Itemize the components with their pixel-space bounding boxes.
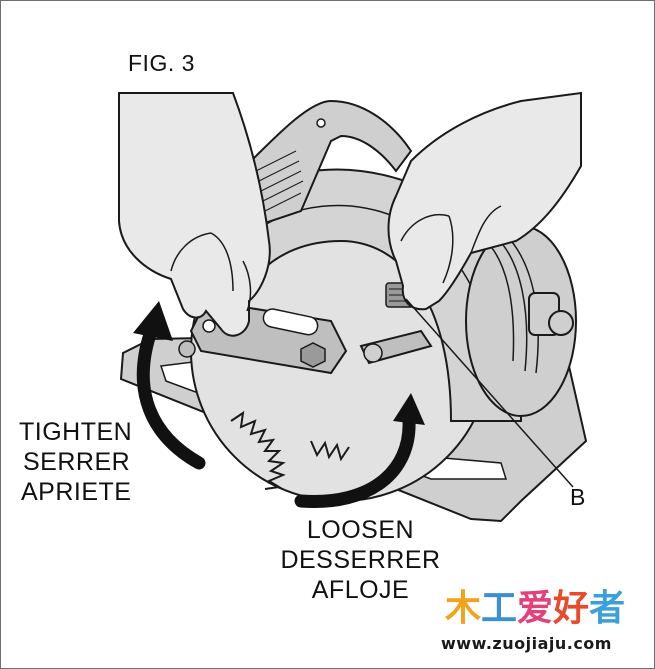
loosen-arrow-head [393,393,425,425]
loosen-arrow [294,414,416,508]
depth-adjust-knob [528,292,574,336]
watermark-char: 爱 [517,588,554,629]
figure-title: FIG. 3 [128,50,195,76]
loosen-label-en: LOOSEN [306,516,415,544]
handle-grip-texture [255,150,304,212]
tighten-label-fr: SERRER [23,448,131,476]
watermark-char: 木 [445,588,482,629]
tighten-label-es: APRIETE [21,478,132,506]
loosen-label-es: AFLOJE [311,576,410,604]
motor-housing [465,225,577,417]
callout-b-leader [405,298,574,488]
left-hand [118,92,271,337]
handle-screw-icon [316,118,326,128]
tighten-arrow-head [133,301,173,341]
tighten-label-en: TIGHTEN [19,418,133,446]
right-hand [387,91,582,311]
tighten-arrow [136,324,206,470]
watermark-char: 好 [553,588,590,629]
callout-b-label: B [570,484,586,510]
watermark-url: www.zuojiaju.com [441,634,612,653]
loosen-label-group: LOOSEN DESSERRER AFLOJE [273,515,448,605]
watermark-char: 者 [589,588,626,629]
tighten-label-group: TIGHTEN SERRER APRIETE [19,417,132,507]
watermark: 木工爱好者 www.zuojiaju.com [437,586,649,664]
watermark-char: 工 [481,588,518,629]
loosen-label-fr: DESSERRER [280,546,441,574]
rear-handle [239,99,413,233]
depth-adjust-lever [178,299,348,375]
watermark-logo: 木工爱好者 [445,586,625,632]
